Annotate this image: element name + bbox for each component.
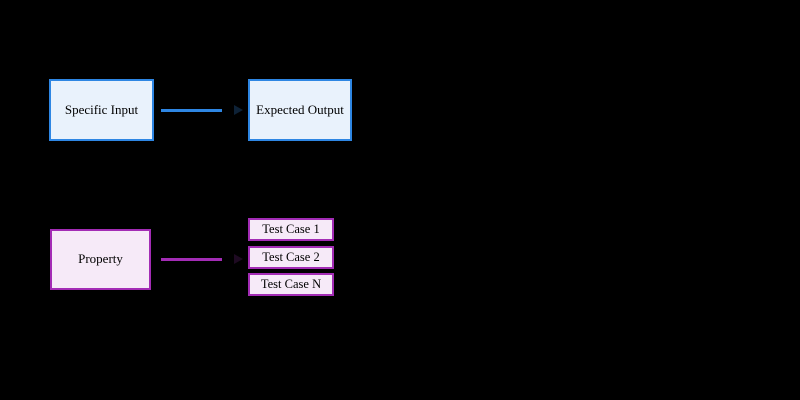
property-label: Property (78, 251, 123, 267)
specific-input-label: Specific Input (64, 101, 139, 117)
specific-input-node: Specific Input (49, 79, 154, 141)
property-testcases-arrowhead-icon (234, 254, 243, 264)
property-node: Property (50, 229, 151, 290)
test-case-n-label: Test Case N (260, 277, 322, 291)
input-output-connector-line (161, 109, 222, 112)
property-testcases-connector-line (161, 258, 222, 261)
test-case-2-node: Test Case 2 (248, 246, 334, 269)
expected-output-label: Expected Output (256, 101, 344, 117)
test-case-1-label: Test Case 1 (262, 222, 320, 236)
test-case-2-label: Test Case 2 (262, 250, 320, 264)
expected-output-node: Expected Output (248, 79, 352, 141)
test-case-1-node: Test Case 1 (248, 218, 334, 241)
input-output-arrowhead-icon (234, 105, 243, 115)
test-case-n-node: Test Case N (248, 273, 334, 296)
